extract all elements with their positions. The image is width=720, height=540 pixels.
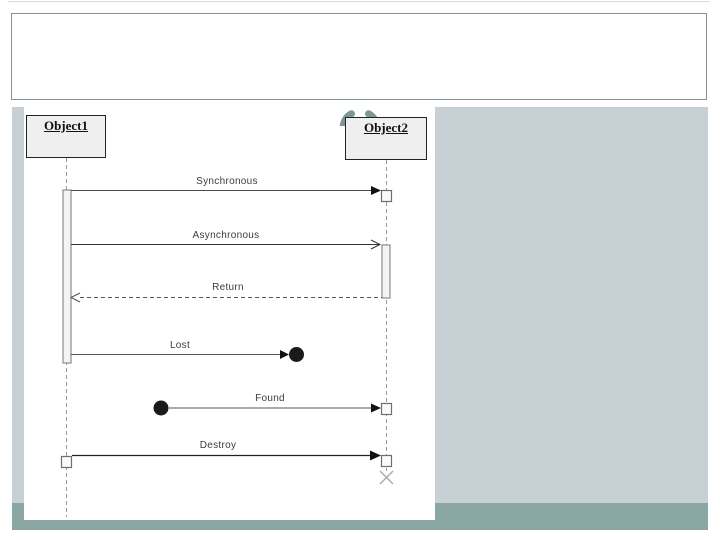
message-label-synchronous: Synchronous xyxy=(196,176,258,187)
message-label-asynchronous: Asynchronous xyxy=(192,230,260,241)
found-arrowhead xyxy=(371,403,381,413)
object2-box: Object2 xyxy=(345,117,427,160)
message-label-return: Return xyxy=(212,282,244,293)
execution-square-destroy-left xyxy=(60,455,73,469)
message-label-destroy: Destroy xyxy=(199,440,237,451)
object2-label: Object2 xyxy=(363,120,409,135)
activation-bar-object2 xyxy=(381,244,391,299)
message-label-lost: Lost xyxy=(169,340,191,351)
destroy-arrowhead xyxy=(370,450,381,461)
diagram-canvas xyxy=(24,107,435,520)
destruction-x-icon xyxy=(379,470,394,485)
synchronous-arrowhead xyxy=(371,186,381,195)
title-placeholder xyxy=(11,13,707,100)
execution-square-destroy-right xyxy=(380,454,393,468)
found-source-circle-icon xyxy=(153,400,169,416)
execution-square-found xyxy=(380,402,393,416)
page-top-rule xyxy=(8,1,710,2)
message-label-found: Found xyxy=(255,393,285,404)
lost-endpoint-circle-icon xyxy=(289,347,304,362)
object1-box: Object1 xyxy=(26,115,106,158)
activation-bar-object1 xyxy=(62,189,72,364)
lost-arrowhead xyxy=(280,350,289,359)
object1-label: Object1 xyxy=(43,118,89,133)
execution-square-synchronous xyxy=(380,189,393,203)
asynchronous-open-arrowhead xyxy=(370,239,382,250)
return-open-arrowhead xyxy=(69,292,81,303)
